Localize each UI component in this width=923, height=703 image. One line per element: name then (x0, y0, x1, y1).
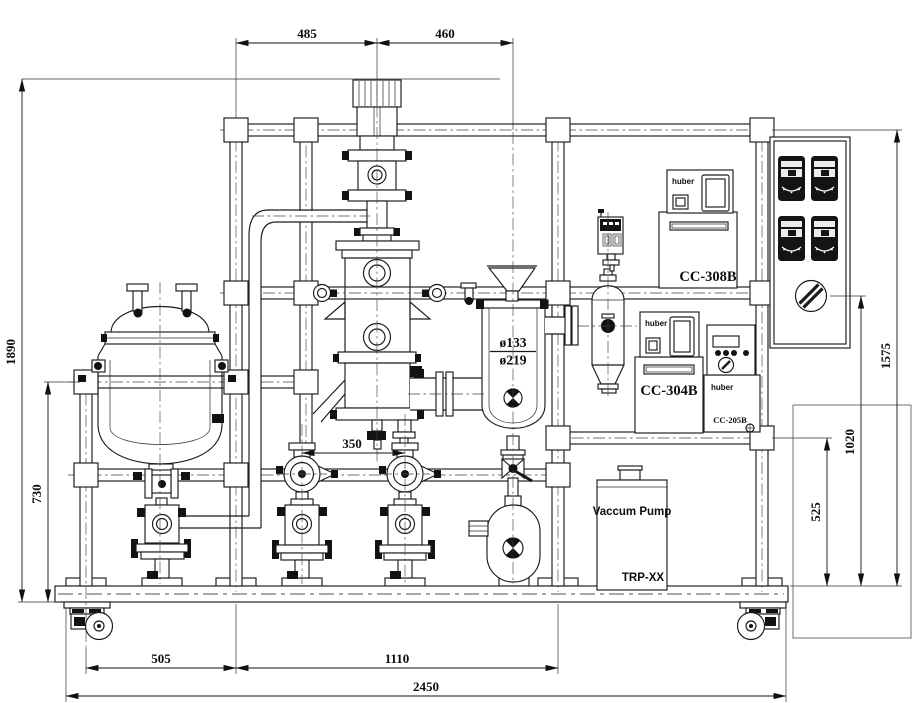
dim-350: 350 (342, 436, 362, 451)
feed-vessel (91, 283, 229, 465)
dim-2450: 2450 (413, 679, 439, 694)
panel-meter-1 (777, 155, 806, 202)
rail-valve-left (312, 283, 332, 303)
panel-meter-3 (777, 215, 806, 262)
controller-cc205b: huber CC-205B (703, 324, 761, 433)
vacuum-gauge (597, 209, 624, 272)
base-frame (54, 577, 789, 641)
vapor-duct (408, 369, 484, 417)
side-cabinet-outline (792, 404, 912, 639)
vacuum-pump-name: Vaccum Pump (593, 506, 672, 518)
dim-1890: 1890 (3, 339, 18, 365)
chiller-cc304b: huber CC-304B (634, 311, 704, 434)
panel-meter-2 (810, 155, 839, 202)
rail-valve-right (427, 283, 447, 303)
dim-1020: 1020 (842, 429, 857, 455)
caster-wheel-left (63, 601, 114, 641)
chiller-cc304b-model: CC-304B (640, 383, 698, 399)
vacuum-pump: Vaccum Pump TRP-XX (593, 465, 672, 591)
discharge-pump-2 (374, 442, 442, 580)
dim-485: 485 (297, 26, 317, 41)
chiller-cc308b-brand: huber (672, 177, 694, 186)
feed-funnel (487, 267, 537, 292)
collection-flask (468, 495, 541, 583)
receiver-outer-diameter-label: ø219 (500, 353, 527, 368)
chiller-cc304b-brand: huber (645, 319, 667, 328)
control-panel (769, 136, 851, 349)
panel-meter-4 (810, 215, 839, 262)
dim-730: 730 (29, 484, 44, 504)
caster-wheel-right (736, 601, 787, 641)
dim-525: 525 (808, 502, 823, 522)
chiller-cc308b: huber CC-308B (658, 169, 738, 289)
centerlines (159, 84, 609, 584)
receiver-drain-valve (501, 457, 533, 483)
dim-1110: 1110 (385, 651, 410, 666)
dimension-annotations: 485 460 1890 730 1575 1020 525 505 1110 … (3, 26, 902, 702)
receiver-vessel: ø133 ø219 (460, 265, 549, 583)
dim-460: 460 (435, 26, 455, 41)
vacuum-pump-model: TRP-XX (622, 572, 665, 584)
chiller-cc308b-model: CC-308B (679, 269, 737, 285)
panel-main-switch-knob (794, 279, 828, 313)
feed-pump-assembly (131, 463, 261, 579)
controller-cc205b-model: CC-205B (713, 415, 747, 425)
dim-1575: 1575 (878, 343, 893, 370)
controller-cc205b-brand: huber (711, 383, 733, 392)
discharge-pump-1 (271, 442, 339, 580)
dim-505: 505 (151, 651, 171, 666)
